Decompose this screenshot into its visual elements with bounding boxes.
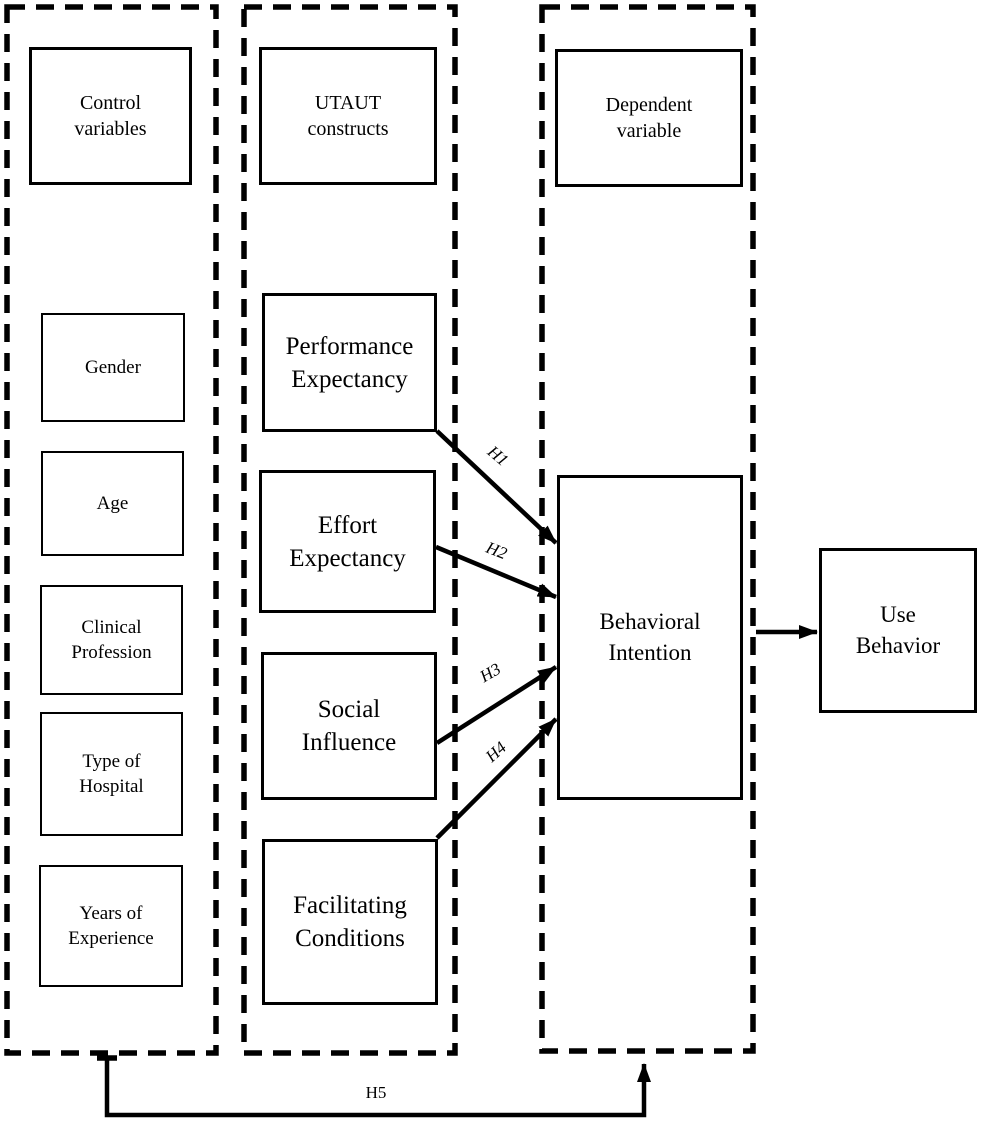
box-label-line: Clinical: [81, 616, 142, 638]
box-label-line: UTAUT: [314, 91, 382, 114]
box-label-line: Conditions: [295, 925, 405, 952]
box-behavioral-intention: Behavioral Intention: [557, 475, 743, 800]
label-h4: H4: [481, 737, 510, 766]
box-label-line: constructs: [307, 118, 389, 140]
label-h5: H5: [366, 1083, 387, 1102]
arrow-h1: [435, 429, 558, 545]
box-label-line: Expectancy: [291, 365, 408, 393]
box-label-line: Control: [79, 91, 142, 114]
box-label-line: Profession: [71, 642, 152, 663]
box-label-line: Behavioral: [599, 609, 701, 635]
box-years-of-experience: Years of Experience: [39, 865, 183, 987]
label-h3: H3: [476, 659, 504, 686]
box-label-line: Influence: [301, 729, 397, 756]
box-label-line: Expectancy: [289, 544, 406, 572]
label-h1: H1: [483, 441, 512, 470]
box-label-line: Facilitating: [293, 892, 407, 919]
box-control-variables-header: Control variables: [29, 47, 192, 185]
arrow-h4: [435, 717, 558, 840]
box-type-of-hospital: Type of Hospital: [40, 712, 183, 836]
box-label-line: Intention: [608, 639, 692, 665]
control-variables-group-outline: [4, 4, 219, 1056]
box-label-line: Performance: [285, 332, 414, 360]
box-label-line: Use: [880, 602, 916, 628]
box-clinical-profession: Clinical Profession: [40, 585, 183, 695]
box-utaut-constructs-header: UTAUT constructs: [259, 47, 437, 185]
box-gender: Gender: [41, 313, 185, 422]
box-label-line: Hospital: [79, 776, 144, 797]
box-performance-expectancy: Performance Expectancy: [262, 293, 437, 432]
box-label-line: Effort: [317, 511, 378, 539]
box-use-behavior: Use Behavior: [819, 548, 977, 713]
box-age: Age: [41, 451, 184, 556]
arrow-h2: [435, 544, 557, 600]
label-h2: H2: [483, 538, 511, 564]
utaut-constructs-group-outline: [241, 4, 458, 1056]
box-facilitating-conditions: Facilitating Conditions: [262, 839, 438, 1005]
box-effort-expectancy: Effort Expectancy: [259, 470, 436, 613]
box-label-line: Gender: [85, 356, 141, 378]
box-label-line: Behavior: [855, 632, 941, 658]
box-label-line: Type of: [82, 750, 141, 772]
arrow-h3: [435, 665, 558, 745]
box-label-line: Dependent: [605, 93, 693, 116]
box-label-line: Age: [96, 492, 129, 514]
arrow-h5: [104, 1056, 651, 1118]
box-label-line: Years of: [79, 902, 143, 924]
box-label-line: Social: [317, 696, 381, 723]
box-label-line: Experience: [68, 928, 154, 949]
box-label-line: variable: [616, 120, 682, 142]
box-social-influence: Social Influence: [261, 652, 437, 800]
box-label-line: variables: [74, 118, 147, 140]
box-dependent-variable-header: Dependent variable: [555, 49, 743, 187]
